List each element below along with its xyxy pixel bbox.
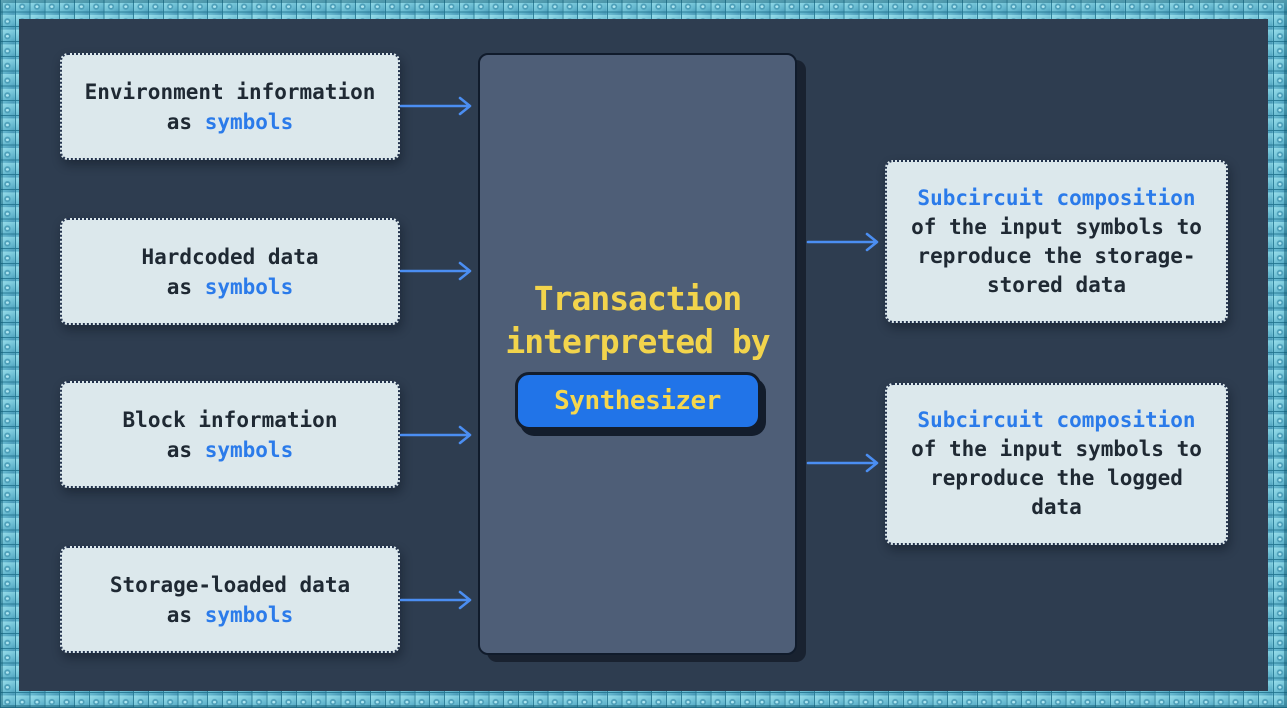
subcircuit-highlight: Subcircuit composition <box>917 408 1196 432</box>
input-node-storage-loaded-data: Storage-loaded data as symbols <box>60 546 400 653</box>
processor-title-line2: interpreted by <box>505 322 770 361</box>
output-text: Subcircuit composition of the input symb… <box>911 185 1202 297</box>
arrow-right-icon <box>399 587 477 613</box>
node-title: Storage-loaded data <box>109 572 351 597</box>
arrow-right-icon <box>806 450 884 476</box>
input-node-block-information: Block information as symbols <box>60 381 400 488</box>
arrow-right-icon <box>399 258 477 284</box>
output-text: Subcircuit composition of the input symb… <box>911 408 1202 519</box>
symbols-highlight: symbols <box>204 274 294 299</box>
processor-title-line1: Transaction <box>533 279 743 318</box>
node-title: Environment information <box>84 79 376 104</box>
node-subtitle: as symbols <box>166 602 294 627</box>
node-subtitle: as symbols <box>166 274 294 299</box>
symbols-highlight: symbols <box>204 602 294 627</box>
symbols-highlight: symbols <box>204 437 294 462</box>
arrow-right-icon <box>399 93 477 119</box>
input-node-environment-information: Environment information as symbols <box>60 53 400 160</box>
symbols-highlight: symbols <box>204 109 294 134</box>
node-subtitle: as symbols <box>166 437 294 462</box>
output-node-logged-data: Subcircuit composition of the input symb… <box>885 383 1228 545</box>
synthesizer-button[interactable]: Synthesizer <box>514 372 761 430</box>
arrow-right-icon <box>399 422 477 448</box>
processor-title: Transaction interpreted by <box>480 277 795 363</box>
arrow-right-icon <box>806 229 884 255</box>
input-node-hardcoded-data: Hardcoded data as symbols <box>60 218 400 325</box>
node-subtitle: as symbols <box>166 109 294 134</box>
node-title: Hardcoded data <box>141 244 319 269</box>
subcircuit-highlight: Subcircuit composition <box>917 185 1196 210</box>
output-node-storage-stored: Subcircuit composition of the input symb… <box>885 160 1228 323</box>
processor-node: Transaction interpreted by Synthesizer <box>478 53 797 655</box>
node-title: Block information <box>122 407 338 432</box>
